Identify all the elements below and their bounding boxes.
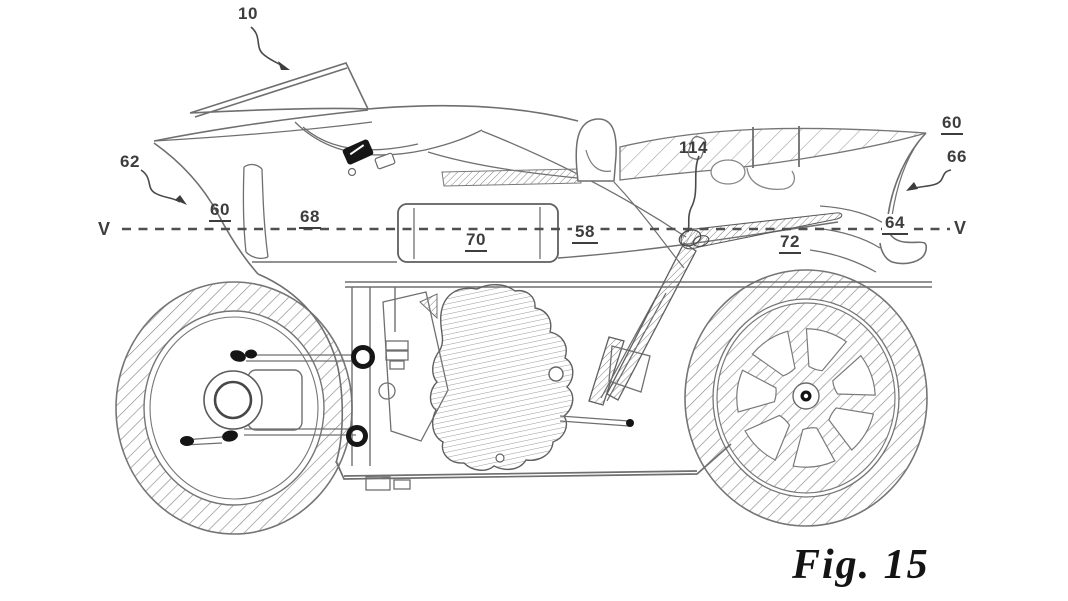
rear-suspension-linkage [559,242,697,427]
bushing-ring [351,345,375,369]
instrument-display [342,139,374,165]
ref-numeral-62: 62 [120,152,140,171]
cockpit-opening [294,121,483,156]
arrowhead-10 [278,61,290,70]
front-fork-cover [242,163,269,259]
leader-62 [140,169,181,203]
axle-bolt [230,350,246,362]
leader-arrowheads [175,61,918,205]
ref-numeral-70: 70 [465,231,487,252]
leader-114 [687,155,700,233]
body-outline [153,62,687,464]
leader-66 [911,169,952,190]
arrowhead-66 [906,182,918,191]
ref-numeral-114: 114 [679,138,708,157]
seat-strip [441,168,582,187]
shock-absorber [588,336,625,406]
front-hub-assembly [180,349,356,446]
windscreen [189,62,369,118]
chassis-frame [252,221,932,480]
ref-numeral-60-right: 60 [941,114,963,135]
section-label-v-right: V [954,218,967,238]
belly-pan [335,443,732,480]
engine-mount-wedge [419,293,438,320]
bushing-ring [346,425,368,447]
side-strip [678,212,843,250]
ref-numeral-72: 72 [779,233,801,254]
engine-case [429,284,574,471]
arrowhead-62 [175,195,187,205]
axle-bolt [245,349,257,359]
ref-numeral-66: 66 [947,147,967,166]
ref-numeral-58: 58 [572,223,598,244]
cockpit-details [342,139,582,187]
section-label-v-left: V [98,219,111,239]
battery-box [397,203,559,263]
axle-bolt [222,430,238,442]
figure-caption: Fig. 15 [792,542,930,588]
rear-wheel [684,269,928,527]
ref-numeral-60-left: 60 [209,201,231,222]
ref-numeral-10: 10 [238,4,258,23]
arm-end-bolt [180,436,194,446]
undertail-notch [746,167,795,190]
tail-pod [687,136,707,160]
tail-section [619,126,927,190]
leader-10 [250,26,285,68]
rear-spoke-cutouts [736,328,876,468]
leader-lines [140,26,952,233]
front-wheel [115,281,356,535]
ref-numeral-68: 68 [299,208,321,229]
ref-numeral-64: 64 [882,214,908,235]
engine [419,284,574,471]
backrest [575,118,617,182]
tail-vent [710,159,746,185]
